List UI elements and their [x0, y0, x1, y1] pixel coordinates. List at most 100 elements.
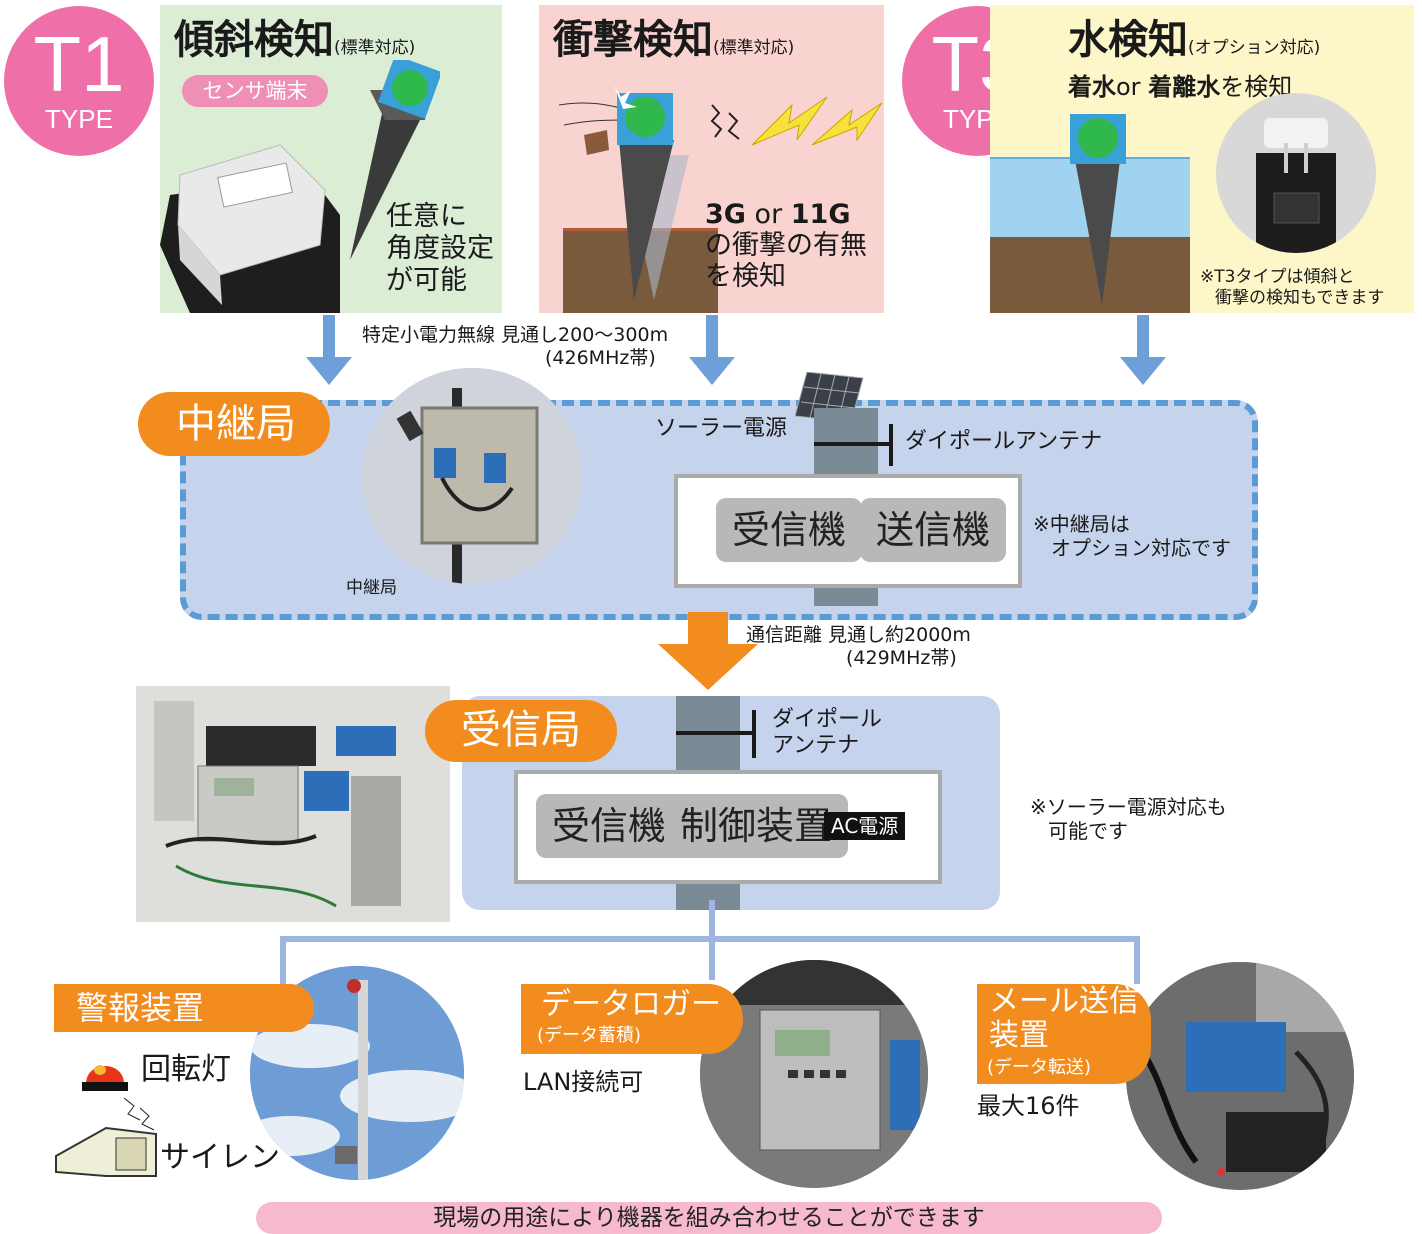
receiving-station-tab-label: 受信局 [461, 707, 581, 753]
arrow-down-icon [658, 612, 758, 690]
receiving-antenna-line1: ダイポール [772, 707, 883, 732]
t3-note-line2: 衝撃の検知もできます [1215, 288, 1385, 308]
radio-spec-426-line1: 特定小電力無線 見通し200〜300m [362, 324, 669, 346]
tilt-title: 傾斜検知(標準対応) [174, 17, 415, 71]
tilt-desc: 任意に 角度設定 が可能 [386, 201, 494, 297]
radio-spec-429-line1: 通信距離 見通し約2000m [746, 624, 971, 646]
tilt-title-text: 傾斜検知 [174, 17, 334, 63]
lan-connect-label: LAN接続可 [523, 1068, 644, 1096]
receiving-note-line2: 可能です [1048, 819, 1128, 843]
water-title: 水検知(オプション対応) [1068, 17, 1320, 71]
control-panel-photo [136, 686, 450, 922]
receiving-antenna-label: ダイポール アンテナ [772, 707, 882, 759]
tilt-title-sub: (標準対応) [334, 38, 416, 58]
mail-sender-photo [1126, 962, 1354, 1190]
water-sensor-device [1256, 118, 1336, 253]
relay-equipment-box: 受信機 送信機 [674, 474, 1022, 588]
max-recipients-label: 最大16件 [977, 1092, 1080, 1120]
water-or: or [1116, 73, 1141, 101]
tilt-detection-panel: 傾斜検知(標準対応) センサ端末 任意に 角度設定 が可能 [160, 5, 502, 313]
data-logger-tab-label: データロガー [541, 987, 721, 1022]
receiving-station-tab: 受信局 [425, 700, 617, 762]
arrow-down-icon [689, 315, 735, 385]
water-stake-image [1070, 114, 1126, 305]
shock-or: or [754, 199, 783, 230]
t1-badge-sub: TYPE [45, 104, 113, 134]
radio-spec-426-line2: (426MHz帯) [545, 347, 656, 369]
tilt-desc-line2: 角度設定 [386, 233, 494, 264]
rotating-lamp-label: 回転灯 [141, 1052, 231, 1087]
relay-photo-caption: 中継局 [346, 578, 397, 598]
radio-spec-429: 通信距離 見通し約2000m (429MHz帯) [746, 624, 971, 670]
alarm-pole-image [250, 966, 464, 1180]
water-line2: 着水or 着離水を検知 [1068, 67, 1292, 102]
lightning-icon [710, 96, 883, 146]
mail-sender-image [1126, 962, 1354, 1190]
mail-sender-tab: メール送信 装置 (データ転送) [977, 984, 1151, 1084]
shock-desc: 3G or 11G の衝撃の有無 を検知 [705, 199, 867, 292]
t1-type-badge: T1 TYPE [4, 6, 154, 156]
receiving-note-line1: ※ソーラー電源対応も [1030, 795, 1227, 819]
water-title-sub: (オプション対応) [1188, 38, 1321, 58]
footer-banner: 現場の用途により機器を組み合わせることができます [256, 1202, 1162, 1234]
siren-icon [55, 1098, 157, 1177]
relay-station-tab-label: 中継局 [176, 401, 296, 447]
relay-note-line2: オプション対応です [1051, 536, 1231, 560]
connector-line [280, 936, 286, 984]
shock-11g: 11G [790, 199, 851, 230]
footer-banner-text: 現場の用途により機器を組み合わせることができます [433, 1205, 985, 1231]
relay-receiver: 受信機 [716, 498, 863, 562]
sensor-terminal-image [160, 144, 340, 313]
water-detection-panel: 水検知(オプション対応) 着水or 着離水を検知 ※T3タイプは傾斜と 衝撃の検… [990, 5, 1414, 313]
relay-solar-label: ソーラー電源 [655, 416, 788, 441]
radio-spec-429-line2: (429MHz帯) [846, 647, 957, 669]
ac-power-label: AC電源 [824, 812, 906, 840]
alarm-device-tab: 警報装置 [54, 984, 314, 1032]
shock-title: 衝撃検知(標準対応) [553, 17, 794, 71]
water-title-text: 水検知 [1068, 17, 1188, 63]
relay-transmitter: 送信機 [860, 498, 1007, 562]
data-logger-image [700, 960, 928, 1188]
relay-station-photo [362, 368, 582, 584]
relay-note: ※中継局は オプション対応です [1033, 512, 1231, 560]
mail-sender-tab-line2: 装置 [989, 1018, 1049, 1053]
arrow-down-icon [1120, 315, 1166, 385]
receiving-receiver: 受信機 [536, 794, 683, 858]
connector-line [1134, 936, 1140, 984]
relay-note-line1: ※中継局は [1033, 512, 1130, 536]
relay-box-image [362, 368, 582, 584]
sensor-terminal-pill: センサ端末 [182, 75, 328, 107]
connector-line [280, 936, 1140, 942]
t3-note: ※T3タイプは傾斜と 衝撃の検知もできます [1200, 267, 1384, 309]
arrow-down-icon [306, 315, 352, 385]
siren-label: サイレン [160, 1140, 280, 1175]
mail-sender-tab-sub: (データ転送) [987, 1057, 1092, 1078]
receiving-antenna-bar [752, 710, 756, 758]
tilt-desc-line3: が可能 [386, 265, 467, 296]
shock-desc-line1: 3G or 11G [705, 199, 867, 230]
receiving-note: ※ソーラー電源対応も 可能です [1030, 795, 1227, 843]
tilt-stake-image [350, 60, 440, 260]
relay-antenna-arm [814, 442, 892, 446]
shock-detection-panel: 衝撃検知(標準対応) 3G or 11G の衝撃の有無 を検知 [539, 5, 884, 313]
water-offland: 着離水 [1148, 73, 1221, 101]
shock-title-text: 衝撃検知 [553, 17, 713, 63]
shock-title-sub: (標準対応) [713, 38, 795, 58]
rotating-lamp-icon [82, 1065, 128, 1091]
radio-spec-426: 特定小電力無線 見通し200〜300m (426MHz帯) [362, 324, 668, 370]
data-logger-tab-sub: (データ蓄積) [537, 1025, 642, 1046]
relay-antenna-label: ダイポールアンテナ [905, 429, 1103, 454]
relay-station-tab: 中継局 [138, 392, 330, 456]
shock-stake-image [559, 85, 689, 300]
data-logger-tab: データロガー (データ蓄積) [521, 984, 743, 1054]
shock-desc-line3: を検知 [705, 261, 786, 292]
mail-sender-tab-line1: メール送信 [989, 984, 1139, 1019]
t3-note-line1: ※T3タイプは傾斜と [1200, 267, 1355, 287]
water-ground [990, 237, 1190, 313]
receiving-equipment-box: 受信機 制御装置 AC電源 [514, 770, 942, 884]
tilt-desc-line1: 任意に [386, 201, 467, 232]
shock-3g: 3G [705, 199, 746, 230]
shock-desc-line2: の衝撃の有無 [705, 230, 867, 261]
control-panel-image [136, 686, 450, 922]
t1-badge-label: T1 [33, 20, 125, 108]
